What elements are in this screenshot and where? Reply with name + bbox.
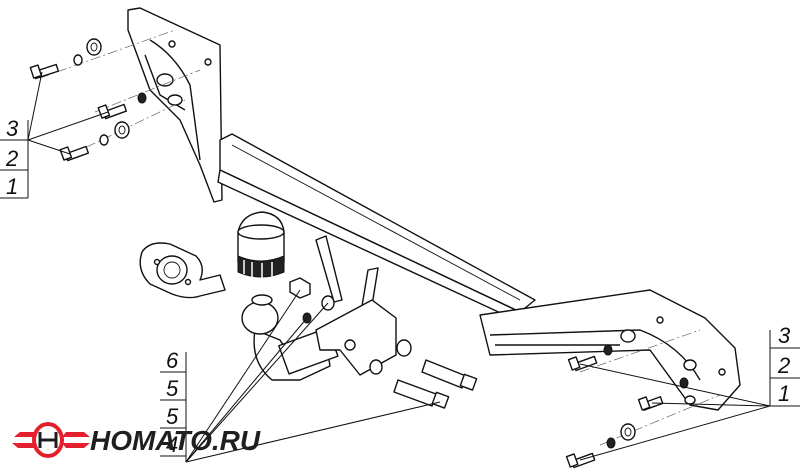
callouts-bottom: 6 5 5 4 — [166, 348, 179, 457]
leader-lines — [0, 71, 800, 463]
socket-mounting-plate — [139, 242, 226, 299]
callout-right-2: 2 — [777, 353, 790, 378]
central-bolt-upper — [396, 339, 478, 391]
callouts-left: 3 2 1 — [5, 116, 19, 199]
callout-bottom-5a: 5 — [166, 376, 179, 401]
right-bolt-top — [567, 344, 613, 372]
brand-logo: HOMATO.RU — [12, 422, 261, 458]
left-mounting-bracket — [39, 7, 223, 203]
callouts-right: 3 2 1 — [777, 323, 791, 406]
callout-right-3: 3 — [778, 323, 791, 348]
tow-ball-neck — [241, 294, 339, 381]
callout-right-1: 1 — [778, 381, 790, 406]
callout-left-3: 3 — [6, 116, 19, 141]
right-bolt-bottom — [565, 423, 636, 469]
left-bolt-middle — [97, 92, 147, 120]
callout-bottom-5b: 5 — [166, 404, 179, 429]
logo-emblem-icon — [12, 422, 90, 458]
main-cross-beam — [217, 133, 536, 323]
callout-left-1: 1 — [6, 174, 18, 199]
ball-cover-cap — [237, 211, 285, 278]
brand-name: HOMATO.RU — [90, 425, 261, 456]
central-nut-washer — [289, 277, 335, 324]
callout-left-2: 2 — [5, 146, 18, 171]
right-mounting-bracket — [479, 289, 741, 446]
central-bolt-lower — [369, 359, 450, 409]
left-bolt-top — [29, 38, 102, 80]
callout-bottom-4: 4 — [166, 432, 178, 457]
hitch-receiver-bracket — [315, 235, 397, 376]
left-bolt-bottom — [59, 121, 130, 162]
callout-bottom-6: 6 — [166, 348, 179, 373]
